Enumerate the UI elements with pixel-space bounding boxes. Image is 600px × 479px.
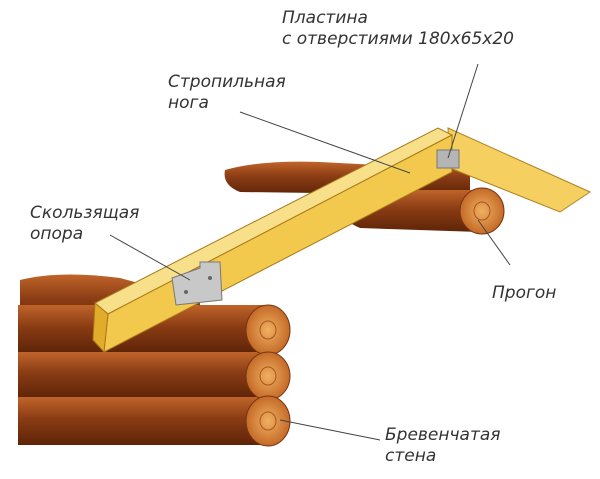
label-plate: Пластина с отверстиями 180х65х20 xyxy=(282,8,514,50)
label-support: Скользящая опора xyxy=(30,203,139,245)
sliding-support xyxy=(171,261,223,306)
label-rafter-line2: нога xyxy=(168,93,209,113)
label-plate-line2: с отверстиями 180х65х20 xyxy=(282,29,514,49)
label-wall: Бревенчатая стена xyxy=(385,425,501,467)
label-rafter: Стропильная нога xyxy=(168,72,286,114)
label-plate-line1: Пластина xyxy=(282,8,368,28)
metal-plate xyxy=(436,149,460,169)
label-purlin: Прогон xyxy=(492,283,557,303)
leader-lines xyxy=(109,63,511,441)
label-support-line1: Скользящая xyxy=(30,203,140,223)
label-wall-line1: Бревенчатая xyxy=(385,425,501,445)
label-wall-line2: стена xyxy=(385,446,437,466)
label-rafter-line1: Стропильная xyxy=(168,72,286,92)
label-support-line2: опора xyxy=(30,224,84,244)
